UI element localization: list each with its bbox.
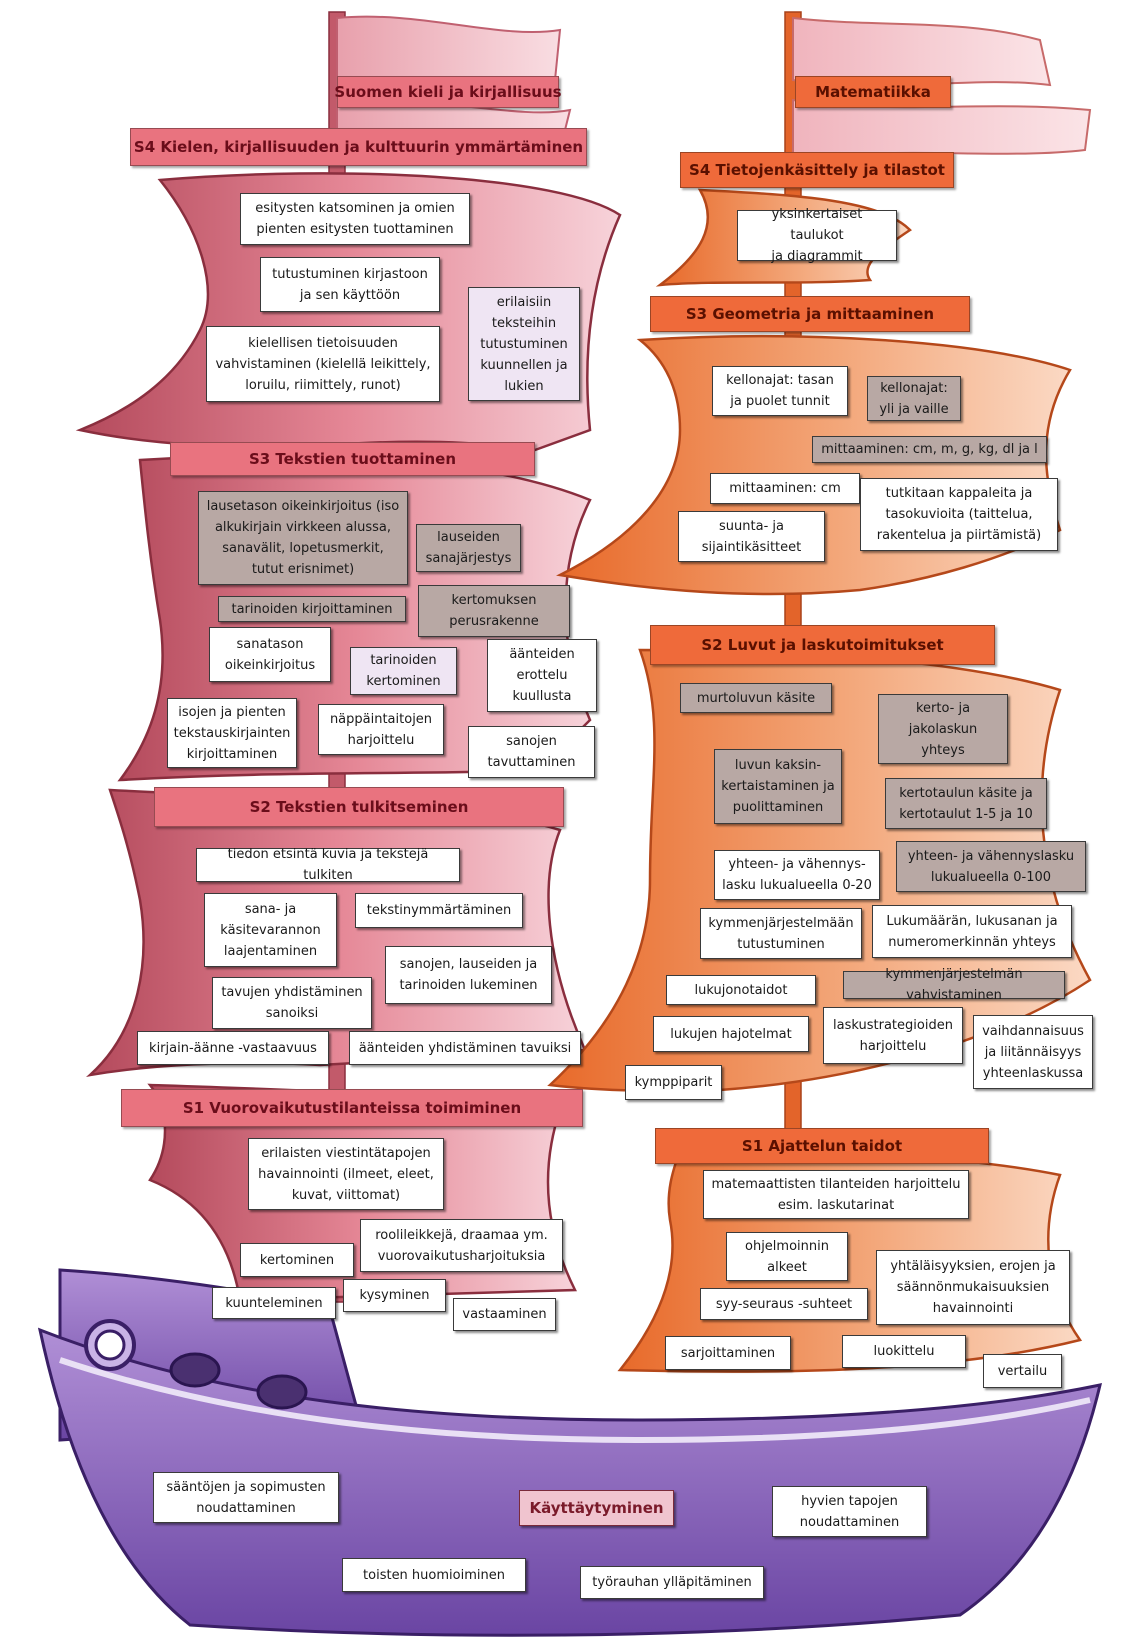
- math-s1-title: S1 Ajattelun taidot: [655, 1128, 989, 1164]
- math-s2-item: laskustrategioiden harjoittelu: [823, 1007, 963, 1064]
- finnish-s1-item: roolileikkejä, draamaa ym. vuorovaikutus…: [360, 1219, 563, 1272]
- ship-hull: [37, 1327, 1102, 1637]
- finnish-s3-title: S3 Tekstien tuottaminen: [170, 442, 535, 476]
- math-s4-title: S4 Tietojenkäsittely ja tilastot: [680, 152, 954, 188]
- finnish-s2-item: sanojen, lauseiden ja tarinoiden lukemin…: [385, 946, 552, 1004]
- math-s1-item: syy-seuraus -suhteet: [700, 1288, 868, 1320]
- cabin-window-2: [256, 1374, 308, 1410]
- finnish-s1-item: kuunteleminen: [212, 1287, 336, 1319]
- finnish-s4-item: esitysten katsominen ja omien pienten es…: [240, 193, 470, 245]
- math-s2-item: yhteen- ja vähennyslasku lukualueella 0-…: [896, 841, 1086, 892]
- finnish-s2-item: äänteiden yhdistäminen tavuiksi: [349, 1031, 581, 1065]
- finnish-s1-item: erilaisten viestintätapojen havainnointi…: [248, 1138, 444, 1210]
- math-s3-item: kellonajat: tasan ja puolet tunnit: [712, 366, 848, 416]
- math-s2-item: vaihdannaisuus ja liitännäisyys yhteenla…: [973, 1015, 1093, 1089]
- finnish-s2-item: tekstinymmärtäminen: [355, 893, 523, 928]
- finnish-s2-title: S2 Tekstien tulkitseminen: [154, 787, 564, 827]
- math-s2-item: kymmenjärjestelmän vahvistaminen: [843, 967, 1065, 1003]
- math-s3-item: mittaaminen: cm, m, g, kg, dl ja l: [812, 436, 1047, 463]
- math-s2-item: kymppiparit: [625, 1065, 722, 1100]
- finnish-s2-item: tiedon etsintä kuvia ja tekstejä tulkite…: [196, 847, 460, 883]
- finnish-s1-item: kysyminen: [343, 1279, 446, 1312]
- math-s2-item: lukujonotaidot: [666, 975, 816, 1005]
- math-s1-item: vertailu: [983, 1354, 1062, 1388]
- finnish-s3-item: äänteiden erottelu kuullusta: [487, 639, 597, 712]
- math-s2-item: Lukumäärän, lukusanan ja numeromerkinnän…: [872, 905, 1072, 958]
- math-s3-title: S3 Geometria ja mittaaminen: [650, 296, 970, 332]
- finnish-s3-item: isojen ja pienten tekstauskirjainten kir…: [167, 698, 297, 768]
- finnish-s4-item: kielellisen tietoisuuden vahvistaminen (…: [206, 326, 440, 402]
- subject-finnish: Suomen kieli ja kirjallisuus: [334, 76, 562, 108]
- behavior-item: toisten huomioiminen: [342, 1558, 526, 1592]
- math-s2-item: kymmenjärjestelmään tutustuminen: [700, 908, 862, 959]
- finnish-s3-item: tarinoiden kertominen: [350, 647, 457, 695]
- finnish-s2-item: sana- ja käsitevarannon laajentaminen: [204, 893, 337, 967]
- math-s1-item: sarjoittaminen: [665, 1336, 791, 1370]
- hull-stripe: [59, 1357, 1091, 1444]
- finnish-s1-title: S1 Vuorovaikutustilanteissa toimiminen: [121, 1089, 583, 1127]
- behavior-item: hyvien tapojen noudattaminen: [772, 1486, 927, 1537]
- orange-flag-tail: [792, 98, 1092, 162]
- finnish-s1-item: kertominen: [240, 1243, 354, 1277]
- finnish-s3-item: sanatason oikeinkirjoitus: [209, 627, 331, 682]
- math-s4-item: yksinkertaiset taulukot ja diagrammit: [737, 207, 897, 264]
- finnish-s4-item: erilaisiin teksteihin tutustuminen kuunn…: [468, 287, 580, 401]
- finnish-s2-item: tavujen yhdistäminen sanoiksi: [212, 977, 372, 1029]
- behavior-item: sääntöjen ja sopimusten noudattaminen: [153, 1472, 339, 1523]
- math-s1-item: luokittelu: [842, 1335, 966, 1368]
- finnish-s3-item: lausetason oikeinkirjoitus (iso alkukirj…: [198, 491, 408, 585]
- behavior-title: Käyttäytyminen: [519, 1490, 674, 1526]
- behavior-item: työrauhan ylläpitäminen: [580, 1566, 764, 1599]
- math-s1-item: matemaattisten tilanteiden harjoittelu e…: [703, 1170, 969, 1219]
- math-s3-item: mittaaminen: cm: [710, 473, 860, 504]
- math-s3-item: suunta- ja sijaintikäsitteet: [678, 511, 825, 562]
- math-s1-item: yhtäläisyyksien, erojen ja säännönmukais…: [876, 1250, 1070, 1325]
- math-s1-item: ohjelmoinnin alkeet: [726, 1232, 848, 1281]
- math-s2-item: kertotaulun käsite ja kertotaulut 1-5 ja…: [885, 778, 1047, 829]
- math-s2-item: kerto- ja jakolaskun yhteys: [878, 694, 1008, 764]
- finnish-s3-item: tarinoiden kirjoittaminen: [218, 596, 406, 622]
- math-s2-item: yhteen- ja vähennys- lasku lukualueella …: [714, 850, 880, 900]
- math-s3-item: kellonajat: yli ja vaille: [867, 376, 961, 421]
- finnish-s3-item: sanojen tavuttaminen: [468, 726, 595, 778]
- math-s2-title: S2 Luvut ja laskutoimitukset: [650, 625, 995, 665]
- finnish-s3-item: kertomuksen perusrakenne: [418, 585, 570, 637]
- math-s2-item: luvun kaksin- kertaistaminen ja puolitta…: [714, 749, 842, 824]
- finnish-s2-item: kirjain-äänne -vastaavuus: [137, 1031, 329, 1065]
- finnish-s4-title: S4 Kielen, kirjallisuuden ja kulttuurin …: [130, 128, 587, 166]
- math-s2-item: murtoluvun käsite: [680, 683, 832, 713]
- porthole-inner: [94, 1329, 126, 1361]
- math-s2-item: lukujen hajotelmat: [653, 1016, 809, 1052]
- cabin-window-1: [169, 1352, 221, 1388]
- finnish-s4-item: tutustuminen kirjastoon ja sen käyttöön: [260, 257, 440, 312]
- math-s3-item: tutkitaan kappaleita ja tasokuvioita (ta…: [860, 478, 1058, 551]
- finnish-s3-item: lauseiden sanajärjestys: [416, 524, 521, 572]
- subject-math: Matematiikka: [795, 76, 951, 108]
- finnish-s3-item: näppäintaitojen harjoittelu: [318, 704, 444, 755]
- finnish-s1-item: vastaaminen: [453, 1298, 556, 1331]
